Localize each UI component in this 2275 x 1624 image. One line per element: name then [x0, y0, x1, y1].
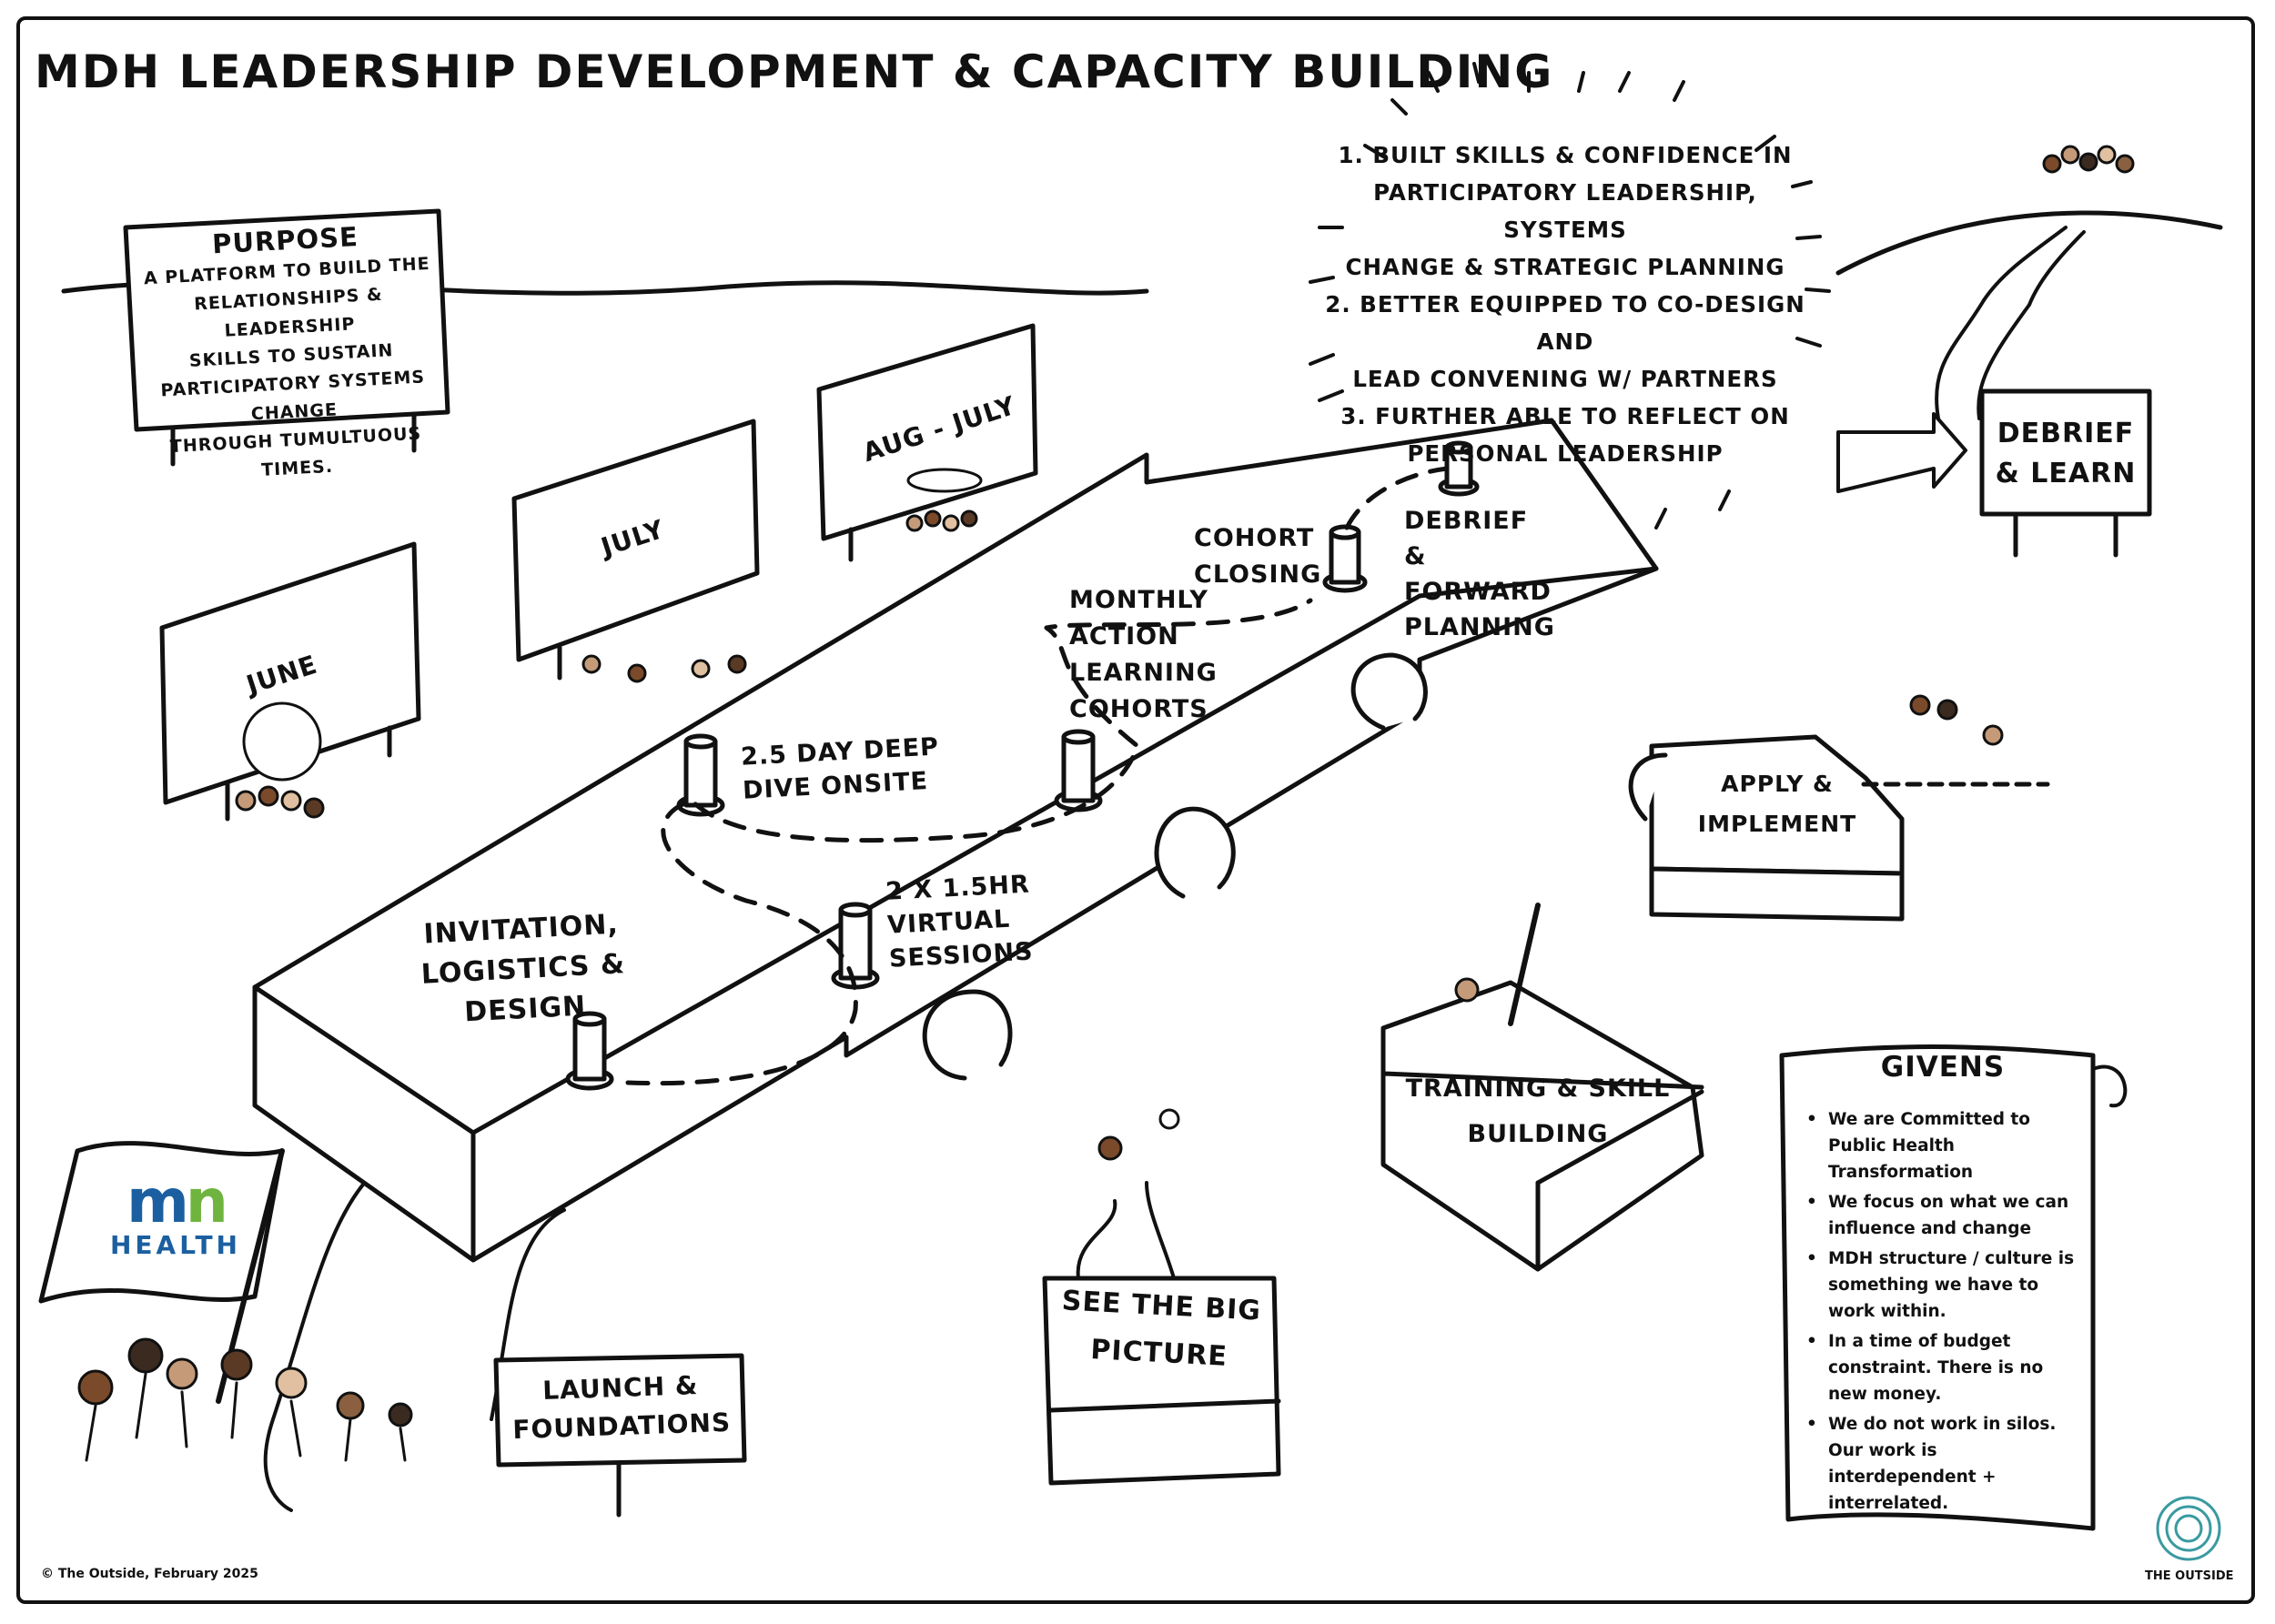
- crowd-figures: [77, 145, 2135, 1462]
- crowd-bottom-left: [77, 1337, 413, 1462]
- stage-pins: [565, 440, 1480, 1091]
- hill-right: [1835, 210, 2223, 276]
- outcome-line: participatory leadership, systems: [1373, 179, 1757, 243]
- bigpicture-block: [1042, 1181, 1281, 1486]
- crowd-june: [235, 701, 325, 819]
- stage-closing-line: closing: [1194, 560, 1322, 589]
- outcome-line: 1. Built skills & confidence in: [1338, 142, 1793, 168]
- givens-item: In a time of budget constraint. There is…: [1806, 1328, 2079, 1407]
- training-block: [1380, 903, 1704, 1272]
- purpose-sign: [123, 208, 450, 467]
- stage-invitation-line: logistics & design: [420, 948, 626, 1029]
- outcomes-list: 1. Built skills & confidence in particip…: [1310, 136, 1820, 472]
- hill-path-curves: [1982, 226, 2086, 307]
- mn-logo-n: n: [185, 1166, 228, 1236]
- crowd-apply: [1909, 694, 2004, 746]
- stage-closing-line: Cohort: [1194, 524, 1315, 552]
- apply-block: [1628, 734, 2050, 922]
- outcome-line: 3. Further able to reflect on: [1340, 403, 1790, 429]
- givens-item: We are Committed to Public Health Transf…: [1806, 1106, 2079, 1185]
- stage-virtual: 2 x 1.5hr virtual sessions: [885, 862, 1126, 975]
- mn-health-logo: mn HEALTH: [107, 1172, 244, 1259]
- givens-heading: Givens: [1880, 1051, 2006, 1084]
- pin-monthly: [1054, 729, 1103, 812]
- figure-bigpicture: [1097, 1108, 1180, 1161]
- training-skill: Training & skill building: [1392, 1066, 1684, 1157]
- stage-virtual-line: virtual sessions: [886, 904, 1035, 973]
- launch-sign: [493, 1353, 747, 1518]
- givens-item: MDH structure / culture is something we …: [1806, 1246, 2079, 1325]
- apply-line: implement: [1697, 811, 1857, 837]
- training-line: Training & skill: [1405, 1074, 1671, 1103]
- stage-monthly-line: cohorts: [1069, 695, 1208, 723]
- givens-item: We do not work in silos. Our work is int…: [1806, 1411, 2079, 1517]
- debrief-learn-line: & Learn: [1995, 458, 2137, 489]
- mn-logo-mark: mn: [107, 1172, 244, 1232]
- outside-logo: [2156, 1496, 2221, 1561]
- outcome-rays: [1309, 62, 1831, 530]
- mn-logo-m: m: [126, 1166, 189, 1236]
- purpose-text: Purpose A platform to build the relation…: [130, 215, 453, 490]
- road-right: [1935, 298, 2031, 420]
- crowd-july: [581, 654, 747, 683]
- see-big-picture: See the big picture: [1044, 1277, 1276, 1384]
- figure-training: [1454, 977, 1480, 1003]
- stage-monthly-line: Learning: [1069, 659, 1218, 687]
- debrief-learn-line: Debrief: [1997, 418, 2135, 449]
- outcome-line: personal leadership: [1407, 440, 1724, 467]
- stage-closing: Cohort closing: [1194, 520, 1322, 593]
- pin-closing: [1322, 524, 1368, 593]
- pin-debrief: [1438, 440, 1480, 497]
- frame-border: [16, 16, 2255, 1604]
- copyright: © The Outside, February 2025: [41, 1567, 258, 1581]
- apply-implement: Apply & implement: [1673, 764, 1882, 844]
- mn-flag: [38, 1141, 285, 1404]
- board-june: [159, 541, 421, 822]
- crowd-hill: [2042, 145, 2135, 174]
- apply-line: Apply &: [1721, 771, 1834, 797]
- stage-monthly-line: Action: [1069, 622, 1179, 651]
- page-title: MDH Leadership Development & capacity bu…: [35, 45, 1554, 98]
- givens-list: We are Committed to Public Health Transf…: [1806, 1106, 2079, 1517]
- stage-debrief-forward-line: forward: [1404, 578, 1552, 606]
- debrief-sign: [1979, 388, 2152, 558]
- pin-virtual: [831, 902, 880, 990]
- mn-logo-word: HEALTH: [110, 1230, 241, 1260]
- stage-debrief-forward-line: planning: [1404, 613, 1555, 641]
- outside-brand: THE OUTSIDE: [2145, 1569, 2234, 1583]
- stage-deep-dive: 2.5 day deep dive onsite: [740, 730, 944, 807]
- givens-item: We focus on what we can influence and ch…: [1806, 1189, 2079, 1242]
- board-aug: [816, 323, 1038, 562]
- launch-foundations: Launch & Foundations: [500, 1365, 743, 1449]
- pin-invitation: [565, 1011, 614, 1091]
- stage-monthly: Monthly Action Learning cohorts: [1069, 582, 1218, 728]
- stage-debrief-forward: Debrief & forward planning: [1404, 503, 1555, 645]
- pin-deep-dive: [676, 733, 725, 817]
- outcome-line: 2. Better equipped to co-design and: [1325, 291, 1805, 355]
- stage-invitation: Invitation, logistics & design: [370, 902, 676, 1037]
- puzzle-knobs: [922, 652, 1428, 1081]
- stage-debrief-forward-line: Debrief &: [1404, 507, 1529, 570]
- dashed-trail: [625, 466, 1450, 1086]
- outcome-line: lead convening w/ partners: [1352, 366, 1778, 392]
- whiteboard-arrow: [1836, 412, 1967, 493]
- outcome-line: change & strategic planning: [1345, 254, 1785, 280]
- training-line: building: [1467, 1120, 1609, 1148]
- stage-monthly-line: Monthly: [1069, 586, 1208, 614]
- crowd-aug: [905, 468, 983, 532]
- board-july: [511, 419, 760, 681]
- debrief-learn: Debrief & Learn: [1984, 414, 2148, 494]
- givens-panel: Givens We are Committed to Public Health…: [1806, 1046, 2079, 1520]
